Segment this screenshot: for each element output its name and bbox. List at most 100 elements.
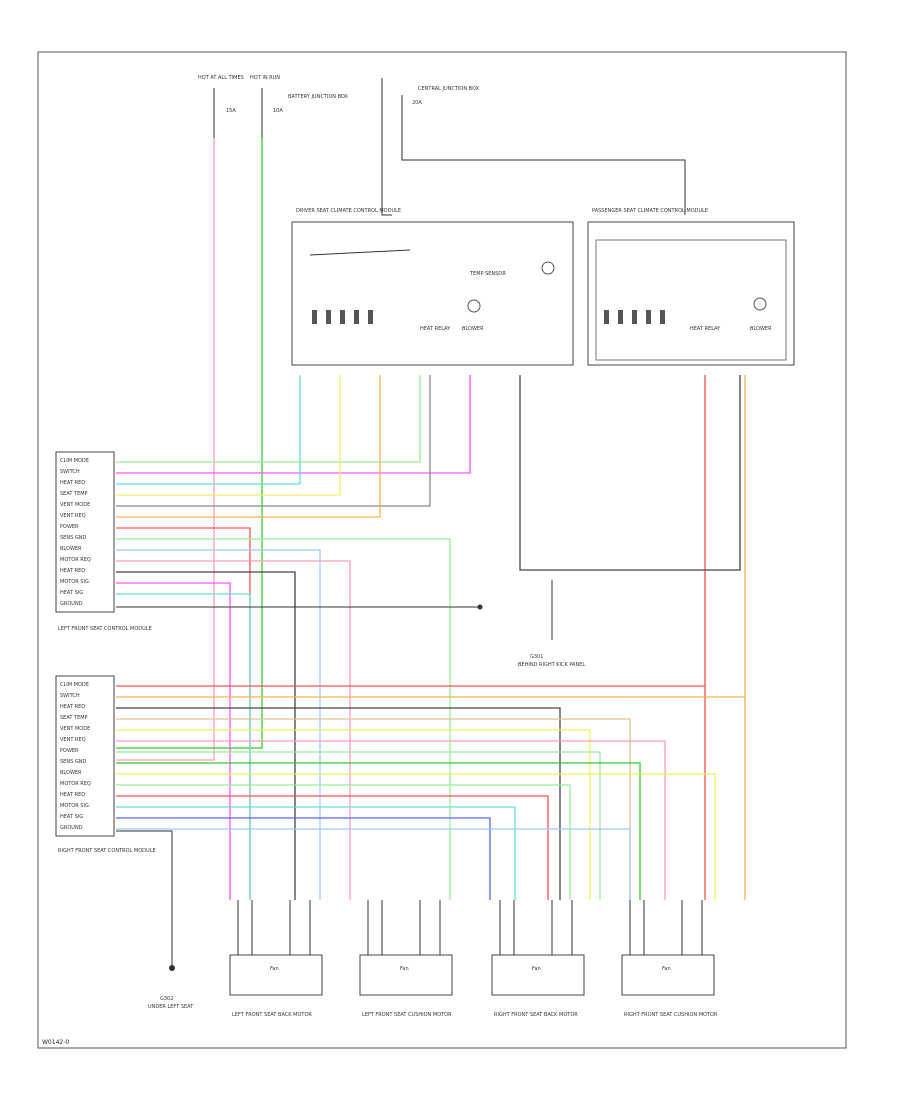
left-module-box [291, 221, 574, 366]
wire-lower-8 [116, 773, 716, 900]
wire-upper-3 [116, 375, 341, 496]
seat-motor-label: Fan [270, 966, 279, 972]
upper-pin-label: SWITCH [60, 469, 80, 475]
lower-pin-label: HEAT REQ [60, 704, 85, 710]
lower-connector-title: RIGHT FRONT SEAT CONTROL MODULE [58, 848, 156, 854]
upper-pin-label: MOTOR REQ [60, 557, 91, 563]
lower-pin-label: SEAT TEMP [60, 715, 88, 721]
left-relay-label: HEAT RELAY [420, 326, 451, 332]
right-module-box [587, 221, 795, 366]
footer-code: W0142-0 [42, 1039, 69, 1046]
fuse-rating-a: 15A [226, 108, 236, 114]
lower-pin-label: SWITCH [60, 693, 80, 699]
right-switch-3 [632, 310, 637, 324]
seat-motor-label: Fan [532, 966, 541, 972]
upper-pin-label: MOTOR SIG [60, 579, 89, 585]
fuse-a-label: HOT AT ALL TIMES [198, 75, 244, 81]
lower-pin-label: SENS GND [60, 759, 86, 765]
right-module-inner [595, 239, 787, 361]
wire-lower-12 [116, 817, 491, 900]
upper-connector-box [55, 451, 115, 613]
ground-lower-wire [116, 830, 173, 968]
wire-lower-2 [116, 707, 561, 900]
right-relay-label: HEAT RELAY [690, 326, 721, 332]
wire-lower-11 [116, 806, 516, 900]
lower-pin-label: VENT REQ [60, 737, 86, 743]
upper-pin-label: VENT REQ [60, 513, 86, 519]
wire-lower-4 [116, 729, 591, 900]
wire-upper-7 [116, 538, 451, 900]
upper-pin-label: HEAT SIG [60, 590, 83, 596]
lower-pin-label: BLOWER [60, 770, 82, 776]
lower-pin-label: HEAT REQ [60, 792, 85, 798]
ground-upper-symbol [477, 604, 483, 610]
lower-pin-label: MOTOR SIG [60, 803, 89, 809]
lower-pin-label: HEAT SIG [60, 814, 83, 820]
upper-connector: CLIM MODE SWITCH HEAT REQ SEAT TEMP VENT MOD… [55, 451, 152, 632]
fuse-rating-b: 10A [273, 108, 283, 114]
seat-motor-box [359, 954, 453, 996]
upper-pin-label: SEAT TEMP [60, 491, 88, 497]
upper-pin-label: SENS GND [60, 535, 86, 541]
seat-motor-caption: RIGHT FRONT SEAT BACK MOTOR [494, 1012, 578, 1018]
seat-motor-box [491, 954, 585, 996]
relay-note: CENTRAL JUNCTION BOX [418, 86, 480, 92]
upper-pin-label: HEAT REQ [60, 480, 85, 486]
left-temp-sensor-label: TEMP SENSOR [469, 271, 506, 277]
lower-connector-box [55, 675, 115, 837]
wire-upper-1 [116, 375, 471, 474]
left-switch-3 [340, 310, 345, 324]
wire-lower-13 [116, 828, 631, 900]
seat-motor-caption: LEFT FRONT SEAT CUSHION MOTOR [362, 1012, 452, 1018]
right-switch-bank [604, 310, 665, 324]
seat-motor-label: Fan [662, 966, 671, 972]
relay-bus-wire [401, 95, 686, 215]
upper-pin-label: VENT MODE [60, 502, 90, 508]
left-switch-2 [326, 310, 331, 324]
right-switch-2 [618, 310, 623, 324]
wire-lower-6 [116, 751, 601, 900]
right-blower-icon [753, 297, 767, 311]
wire-upper-4 [116, 375, 431, 507]
wire-upper-8 [116, 549, 321, 900]
ground-upper-note: BEHIND RIGHT KICK PANEL [518, 662, 585, 668]
upper-pin-label: GROUND [60, 601, 83, 607]
wire-upper-11 [116, 582, 231, 900]
wire-lower-3 [116, 718, 631, 900]
wire-module-link [519, 375, 741, 571]
left-blower-icon [467, 299, 481, 313]
right-switch-1 [604, 310, 609, 324]
upper-pin-list: CLIM MODE SWITCH HEAT REQ SEAT TEMP VENT MOD… [60, 458, 91, 607]
left-switch-5 [368, 310, 373, 324]
ground-upper-label: G301 [530, 654, 543, 660]
wire-lower-7 [116, 762, 641, 900]
wire-lower-9 [116, 784, 571, 900]
left-climate-module: DRIVER SEAT CLIMATE CONTROL MODULE TEMP … [291, 208, 574, 366]
right-blower-label: BLOWER [750, 326, 772, 332]
wire-layer [116, 138, 746, 900]
upper-connector-title: LEFT FRONT SEAT CONTROL MODULE [58, 626, 152, 632]
wire-fuse-b-feed [116, 138, 263, 749]
wire-upper-12 [116, 593, 251, 900]
fuse-rating-c: 20A [412, 100, 422, 106]
lower-pin-label: MOTOR REQ [60, 781, 91, 787]
left-switch-1 [312, 310, 317, 324]
right-module-title: PASSENGER SEAT CLIMATE CONTROL MODULE [592, 208, 708, 214]
left-switch-bus [309, 249, 411, 256]
upper-pin-label: CLIM MODE [60, 458, 89, 464]
wire-upper-2 [116, 375, 301, 485]
seat-motor-label: Fan [400, 966, 409, 972]
lower-pin-label: VENT MODE [60, 726, 90, 732]
wire-upper-5 [116, 375, 381, 518]
left-module-title: DRIVER SEAT CLIMATE CONTROL MODULE [296, 208, 401, 214]
fuse-block: HOT AT ALL TIMES HOT IN RUN BATTERY JUNC… [198, 75, 686, 216]
wire-lower-1 [116, 696, 746, 900]
lower-pin-label: POWER [60, 748, 79, 754]
